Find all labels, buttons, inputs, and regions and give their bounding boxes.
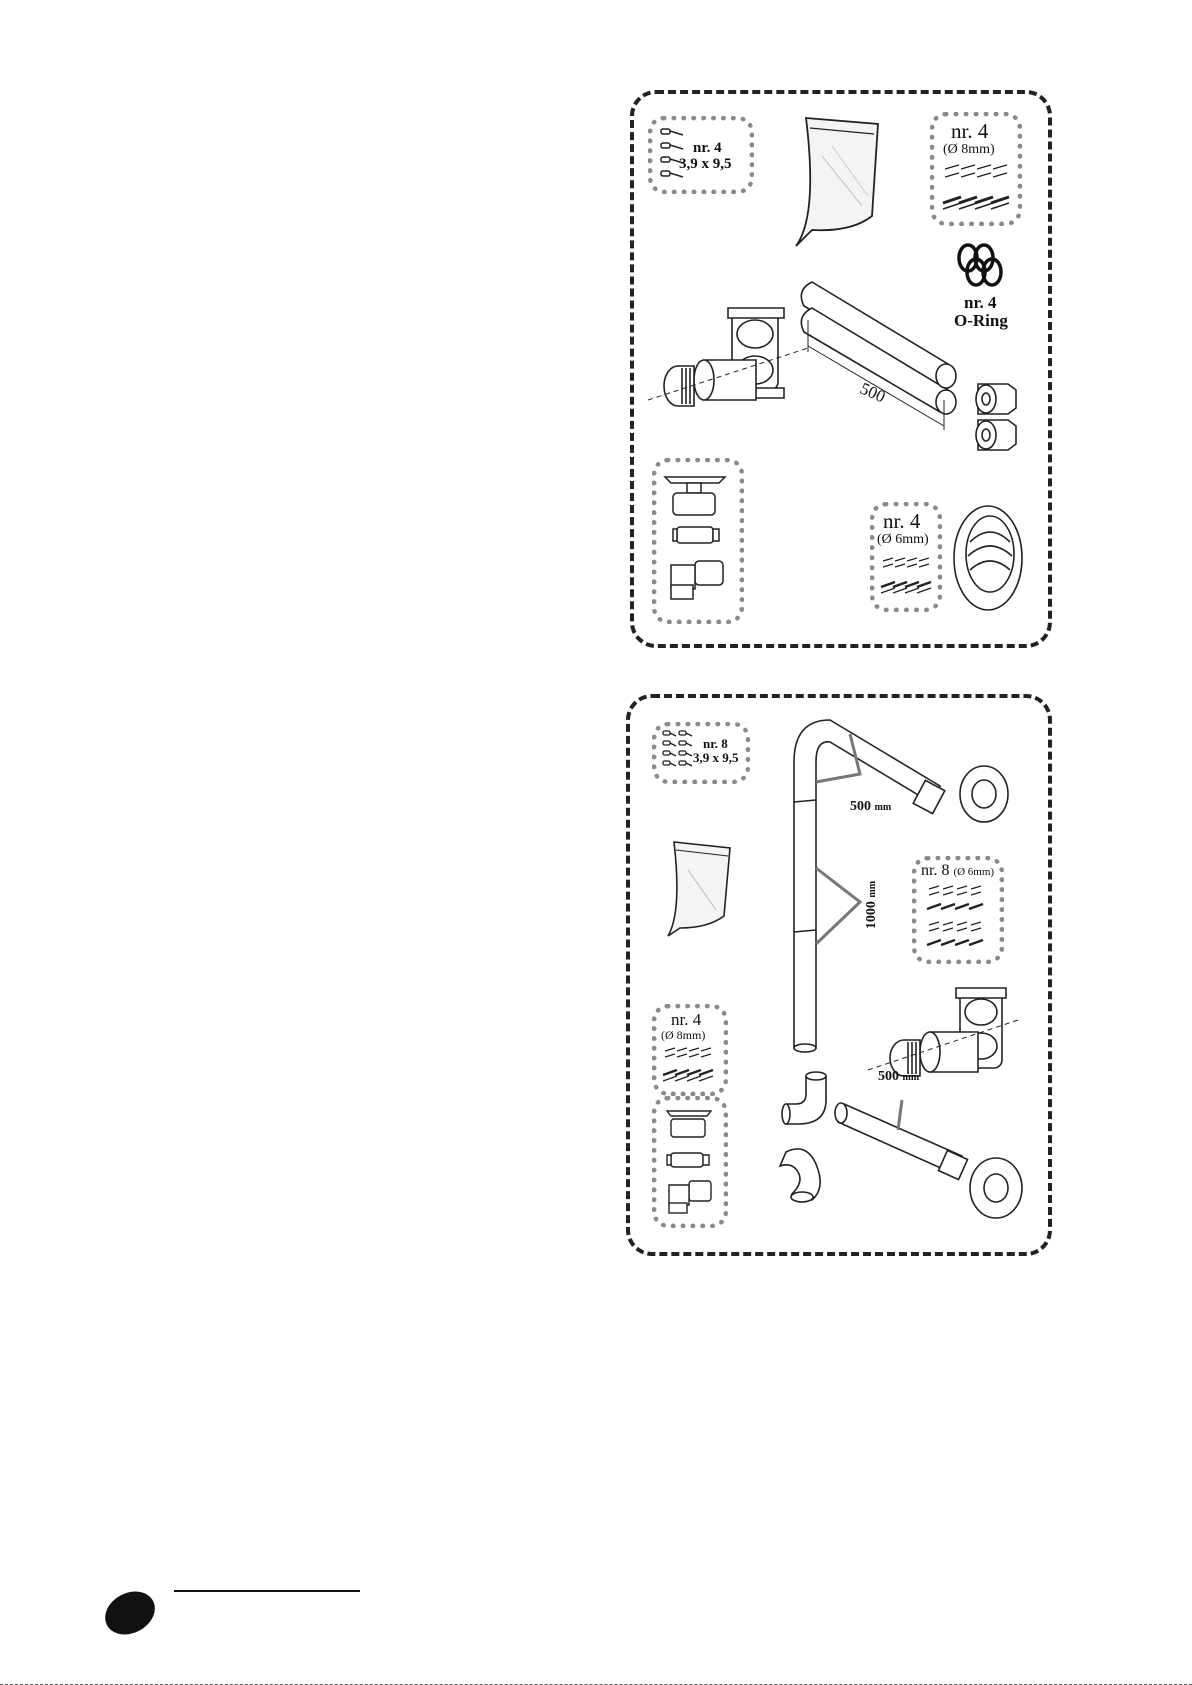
pipe-500-bottom-label: 500 mm: [878, 1070, 919, 1084]
plugs-6mm-count-2: nr. 8 (Ø 6mm): [921, 863, 994, 879]
plugs-8mm-box: nr. 4 (Ø 8mm): [930, 112, 1022, 226]
pipe-coupling-icon: [648, 304, 818, 420]
dimension-arrows: [802, 728, 922, 988]
wall-plugs-icon: [939, 159, 1011, 215]
page-number-marker: [98, 1583, 163, 1643]
pipe-1000-label: 1000 mm: [865, 881, 879, 929]
pipe-500-top-label: 500 mm: [850, 800, 891, 814]
plugs-8mm-box-2: nr. 4 (Ø 8mm): [652, 1004, 728, 1096]
pipe-500-bottom-value: 500: [878, 1069, 899, 1084]
plugs-8mm-count: nr. 4: [951, 121, 988, 142]
pipe-500-top-unit: mm: [875, 802, 892, 813]
pipes-500-icon: [800, 280, 960, 430]
screws-size-2: 3,9 x 9,5: [693, 751, 739, 764]
plastic-bag-icon-2: [664, 840, 734, 940]
kit-2-panel: nr. 8 3,9 x 9,5 500 mm 1000 mm: [626, 694, 1052, 1256]
o-ring-icon: [954, 242, 1010, 290]
plugs-6mm-count-2-value: nr. 8: [921, 862, 949, 879]
valves-box-2: [652, 1096, 728, 1228]
screws-count-2: nr. 8: [703, 737, 728, 750]
terminal-rosette-icon: [952, 502, 1026, 614]
plugs-8mm-size: (Ø 8mm): [943, 143, 995, 157]
plastic-bag-icon: [792, 116, 882, 252]
plugs-8mm-count-2: nr. 4: [671, 1011, 701, 1028]
footer-rule: [174, 1590, 360, 1592]
small-wall-plugs-icon: [877, 551, 933, 603]
pipe-caps-icon: [972, 376, 1026, 454]
screws-size: 3,9 x 9,5: [679, 157, 732, 172]
pipe-1000-value: 1000: [864, 901, 879, 929]
plugs-6mm-size: (Ø 6mm): [877, 533, 929, 547]
gas-valves-icon: [659, 467, 735, 613]
gas-valves-icon-2: [659, 1103, 719, 1217]
rosette-bottom-icon: [968, 1156, 1024, 1222]
wall-plugs-icon-2: [659, 1043, 719, 1087]
small-wall-plugs-icon-2: [921, 881, 991, 955]
rosette-top-icon: [958, 764, 1010, 824]
pipe-bottom-icon: [836, 1092, 976, 1192]
o-ring-count: nr. 4: [964, 294, 996, 311]
plugs-6mm-box: nr. 4 (Ø 6mm): [870, 502, 942, 612]
screws-icon: [659, 123, 689, 187]
screws-box-2: nr. 8 3,9 x 9,5: [652, 722, 750, 784]
screws-count: nr. 4: [693, 141, 722, 156]
pipe-1000-unit: mm: [867, 881, 878, 898]
valves-box: [652, 458, 744, 624]
o-ring-label: O-Ring: [954, 312, 1008, 329]
plugs-6mm-count: nr. 4: [883, 511, 920, 532]
plugs-8mm-size-2: (Ø 8mm): [661, 1029, 705, 1041]
pipe-500-top-value: 500: [850, 799, 871, 814]
screws-box: nr. 4 3,9 x 9,5: [648, 116, 754, 194]
pipe-500-bottom-unit: mm: [903, 1072, 920, 1083]
plugs-6mm-size-2: (Ø 6mm): [953, 866, 994, 878]
plugs-6mm-box-2: nr. 8 (Ø 6mm): [912, 856, 1004, 964]
kit-1-panel: nr. 4 3,9 x 9,5 nr. 4 (Ø 8mm) nr. 4: [630, 90, 1052, 648]
